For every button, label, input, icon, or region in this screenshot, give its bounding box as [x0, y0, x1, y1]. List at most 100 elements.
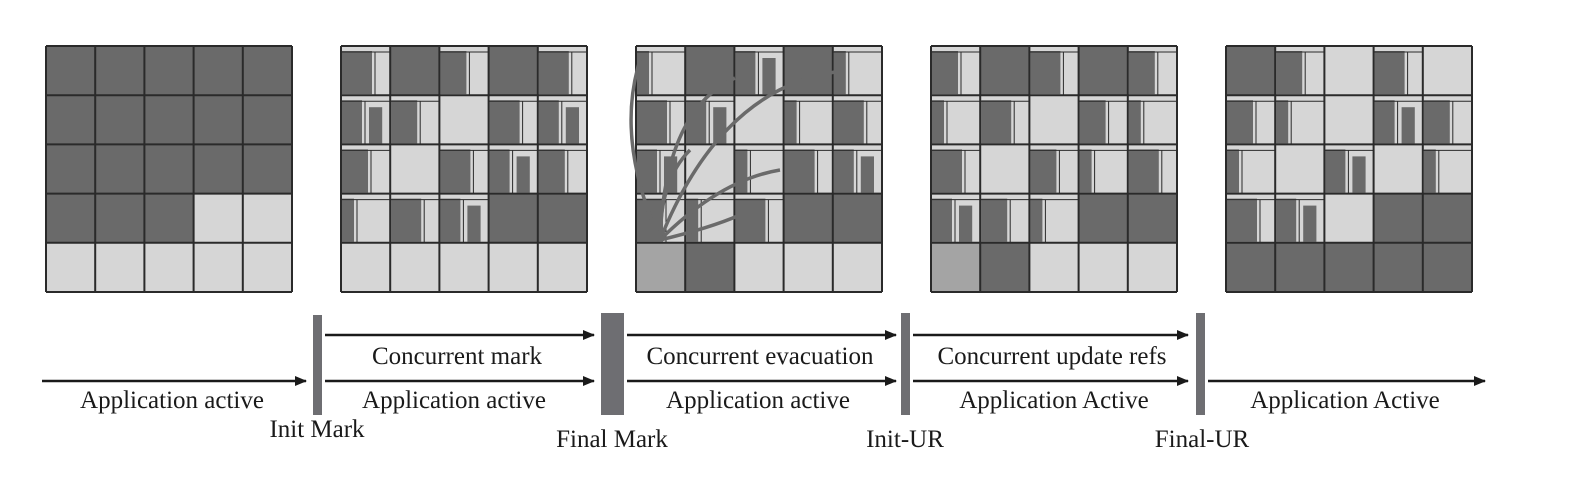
region-live — [1078, 46, 1128, 96]
region-free — [1373, 144, 1423, 194]
region-live — [1324, 242, 1374, 292]
live-object-block — [637, 100, 667, 144]
live-object-block — [538, 100, 559, 144]
live-object-block — [1030, 149, 1057, 193]
region-collection-set — [636, 242, 686, 292]
phase-label-application-active-1: Application active — [80, 387, 264, 414]
phase-label-concurrent-update-refs: Concurrent update refs — [937, 343, 1166, 370]
region-free — [144, 242, 194, 292]
region-free — [783, 242, 833, 292]
live-object-block — [1374, 100, 1395, 144]
region-free — [95, 242, 145, 292]
region-live — [1373, 193, 1423, 243]
region-live — [685, 242, 735, 292]
region-live — [46, 95, 96, 145]
region-free — [1422, 46, 1472, 96]
phase-label-concurrent-evacuation: Concurrent evacuation — [647, 343, 874, 370]
live-object-block — [686, 100, 707, 144]
region-live — [488, 193, 538, 243]
region-free — [734, 242, 784, 292]
region-live — [783, 193, 833, 243]
heap-initial — [45, 45, 293, 293]
live-object-block — [342, 198, 354, 242]
live-object-block — [1128, 100, 1141, 144]
region-live — [46, 46, 96, 96]
heap-evacuation — [635, 45, 883, 293]
live-object-block — [932, 51, 958, 95]
region-free — [46, 242, 96, 292]
region-free — [242, 242, 292, 292]
live-object-block — [959, 205, 973, 242]
region-live — [1226, 46, 1276, 96]
region-live — [193, 144, 243, 194]
region-live — [46, 193, 96, 243]
live-object-block — [516, 156, 530, 193]
pause-bar-final-mark — [601, 313, 624, 415]
live-object-block — [637, 51, 649, 95]
live-object-block — [1423, 100, 1450, 144]
region-collection-set — [931, 242, 981, 292]
phase-label-application-active-5: Application Active — [1250, 387, 1440, 414]
evacuation-arrow — [629, 59, 662, 241]
region-free — [1127, 242, 1177, 292]
region-live — [144, 193, 194, 243]
evacuation-arrows — [629, 59, 836, 242]
region-free — [439, 95, 489, 145]
region-live — [95, 46, 145, 96]
evacuation-arrow — [658, 148, 692, 241]
phase-label-application-active-2: Application active — [362, 387, 546, 414]
live-object-block — [1030, 51, 1061, 95]
pause-label-final-ur: Final-UR — [1155, 426, 1250, 453]
live-object-block — [637, 149, 657, 193]
region-free — [390, 242, 440, 292]
phase-label-application-active-3: Application active — [666, 387, 850, 414]
live-object-block — [440, 51, 467, 95]
live-object-block — [1276, 51, 1303, 95]
live-object-block — [735, 149, 748, 193]
live-object-block — [489, 100, 520, 144]
pause-label-final-mark: Final Mark — [556, 426, 668, 453]
region-live — [685, 46, 735, 96]
live-object-block — [1079, 100, 1106, 144]
region-live — [783, 46, 833, 96]
live-object-block — [1079, 149, 1092, 193]
region-live — [95, 193, 145, 243]
live-object-block — [932, 100, 944, 144]
live-object-block — [369, 107, 383, 144]
region-live — [390, 46, 440, 96]
region-free — [341, 242, 391, 292]
region-free — [488, 242, 538, 292]
region-free — [1324, 46, 1374, 96]
region-live — [1373, 242, 1423, 292]
region-live — [980, 46, 1030, 96]
region-live — [1422, 193, 1472, 243]
live-object-block — [1374, 51, 1405, 95]
region-live — [537, 193, 587, 243]
live-object-block — [489, 149, 510, 193]
region-live — [193, 46, 243, 96]
region-live — [46, 144, 96, 194]
region-live — [144, 95, 194, 145]
live-object-block — [735, 51, 756, 95]
region-live — [144, 46, 194, 96]
region-free — [439, 242, 489, 292]
pause-bar-final-ur — [1196, 313, 1205, 415]
phase-label-application-active-4: Application Active — [959, 387, 1149, 414]
live-object-block — [440, 149, 471, 193]
live-object-block — [762, 58, 776, 95]
heap-marked — [340, 45, 588, 293]
live-object-block — [1227, 149, 1239, 193]
region-live — [144, 144, 194, 194]
region-live — [1078, 193, 1128, 243]
live-object-block — [1352, 156, 1366, 193]
pause-bar-init-mark — [313, 315, 322, 415]
region-free — [1029, 242, 1079, 292]
region-live — [1226, 242, 1276, 292]
region-free — [193, 193, 243, 243]
live-object-block — [1276, 198, 1297, 242]
region-free — [1275, 144, 1325, 194]
region-free — [537, 242, 587, 292]
live-object-block — [735, 198, 766, 242]
live-object-block — [981, 100, 1012, 144]
